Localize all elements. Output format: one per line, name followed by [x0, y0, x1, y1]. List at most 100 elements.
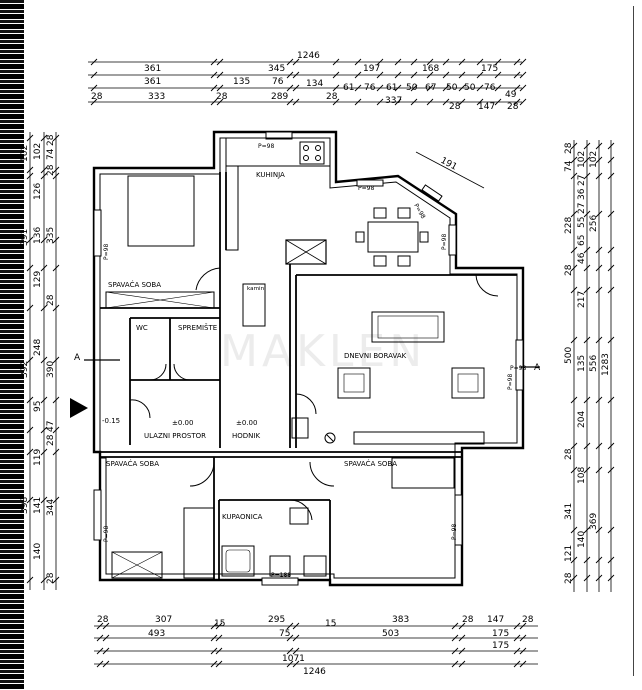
- armchair: [451, 367, 485, 399]
- window: [265, 131, 293, 140]
- dimension-tick: [292, 71, 300, 79]
- dimension-tick: [583, 556, 591, 564]
- dimension-tick: [519, 84, 527, 92]
- chair: [373, 255, 387, 267]
- room-label-storage: SPREMIŠTE: [178, 323, 217, 332]
- dim-left-c1: 102: [20, 145, 30, 162]
- dimension-tick: [570, 264, 578, 272]
- room-labels: KUHINJA SPAVAĆA SOBA WC SPREMIŠTE ULAZNI…: [106, 171, 407, 521]
- section-label-right: A: [534, 363, 541, 373]
- dimension-tick: [570, 556, 578, 564]
- dimension-tick: [458, 634, 466, 642]
- door-label: P=188: [271, 572, 291, 579]
- dim-top-r2: 50: [446, 83, 458, 93]
- bed: [127, 175, 195, 247]
- dim-left-c3: 47: [46, 421, 56, 432]
- dimension-tick: [26, 426, 34, 434]
- dimension-tick: [451, 647, 459, 655]
- dim-left-c2: 119: [33, 449, 43, 466]
- dimension-tick: [607, 286, 615, 294]
- dim-left-c2: 136: [33, 227, 43, 244]
- dimension-tick: [40, 166, 48, 174]
- dimension-tick: [292, 634, 300, 642]
- furniture: [105, 137, 485, 579]
- dimension-tick: [570, 336, 578, 344]
- dim-bottom-r2: 503: [382, 629, 399, 639]
- doors: [129, 267, 499, 521]
- dimension-tick: [52, 304, 60, 312]
- dimension-tick: [442, 58, 450, 66]
- dimension-tick: [583, 396, 591, 404]
- dim-left-c3: 74: [46, 148, 56, 160]
- dimension-tick: [52, 134, 60, 142]
- dim-left-c2: 95: [33, 401, 43, 412]
- dimension-tick: [394, 71, 402, 79]
- level-mark: ±0.00: [236, 419, 257, 427]
- room-label-bedroom: SPAVAĆA SOBA: [106, 459, 159, 468]
- dimension-tick: [26, 236, 34, 244]
- dim-right-c2: 108: [577, 467, 587, 484]
- dimension-tick: [570, 172, 578, 180]
- dimension-tick: [513, 84, 521, 92]
- dimension-tick: [26, 304, 34, 312]
- dimension-tick: [595, 246, 603, 254]
- dimension-tick: [458, 71, 466, 79]
- door-swing: [195, 267, 221, 291]
- dim-bottom-r1: 28: [522, 615, 534, 625]
- dim-top-r3: 147: [478, 102, 495, 112]
- dimension-tick: [376, 71, 384, 79]
- right-dimensions: 28 74 228 28 500 28 341 121 28 102 27 36…: [564, 142, 611, 584]
- dimension-tick: [332, 84, 340, 92]
- dim-top-r2: 76: [272, 77, 284, 87]
- dim-top-r2: 361: [144, 77, 161, 87]
- dimension-tick: [332, 98, 340, 106]
- dim-left-c1: 392: [20, 361, 30, 378]
- level-mark: -0.15: [102, 417, 120, 425]
- dim-left-c3: 390: [46, 361, 56, 378]
- dimension-tick: [583, 210, 591, 218]
- shower: [269, 555, 291, 577]
- dimension-tick: [332, 71, 340, 79]
- dim-right-c2: 65: [577, 235, 587, 246]
- door-swing: [173, 363, 191, 381]
- scan-edge-right: [633, 6, 634, 676]
- dimension-tick: [292, 98, 300, 106]
- door-swing: [295, 393, 317, 415]
- dimension-tick: [570, 246, 578, 254]
- dimension-tick: [354, 84, 362, 92]
- chair: [397, 255, 411, 267]
- dim-bottom-r2: 175: [492, 629, 509, 639]
- dim-bottom-r1: 307: [155, 615, 172, 625]
- washer: [303, 555, 327, 577]
- dim-top-r3: 28: [507, 102, 519, 112]
- bottom-dimensions: 28 307 15 295 15 383 28 147 28 493 75 50…: [97, 615, 534, 677]
- dimension-tick: [494, 71, 502, 79]
- dim-right-c2: 135: [577, 355, 587, 372]
- dimension-tick: [519, 71, 527, 79]
- door-label: P=98: [358, 185, 374, 192]
- dimension-tick: [286, 660, 294, 668]
- bathtub: [221, 545, 255, 577]
- dim-top-r2: 50: [406, 83, 418, 93]
- dimension-tick: [102, 634, 110, 642]
- room-label-kitchen: KUHINJA: [256, 171, 285, 179]
- window: [515, 339, 524, 391]
- dim-bottom-r1: 15: [325, 619, 336, 629]
- dimension-tick: [286, 622, 294, 630]
- dimension-tick: [458, 660, 466, 668]
- dimension-tick: [52, 396, 60, 404]
- dimension-tick: [394, 84, 402, 92]
- dim-right-c1: 28: [564, 142, 574, 154]
- dimension-tick: [570, 574, 578, 582]
- dim-top-r3: 28: [449, 102, 461, 112]
- dimension-tick: [52, 496, 60, 504]
- dimension-tick: [607, 466, 615, 474]
- dimension-tick: [376, 98, 384, 106]
- room-label-hallway: HODNIK: [232, 432, 260, 440]
- dim-bottom-r1: 15: [214, 619, 225, 629]
- dim-top-r2: 134: [306, 79, 323, 89]
- dim-bottom-r2: 75: [279, 629, 290, 639]
- dimension-tick: [607, 246, 615, 254]
- dimension-tick: [26, 172, 34, 180]
